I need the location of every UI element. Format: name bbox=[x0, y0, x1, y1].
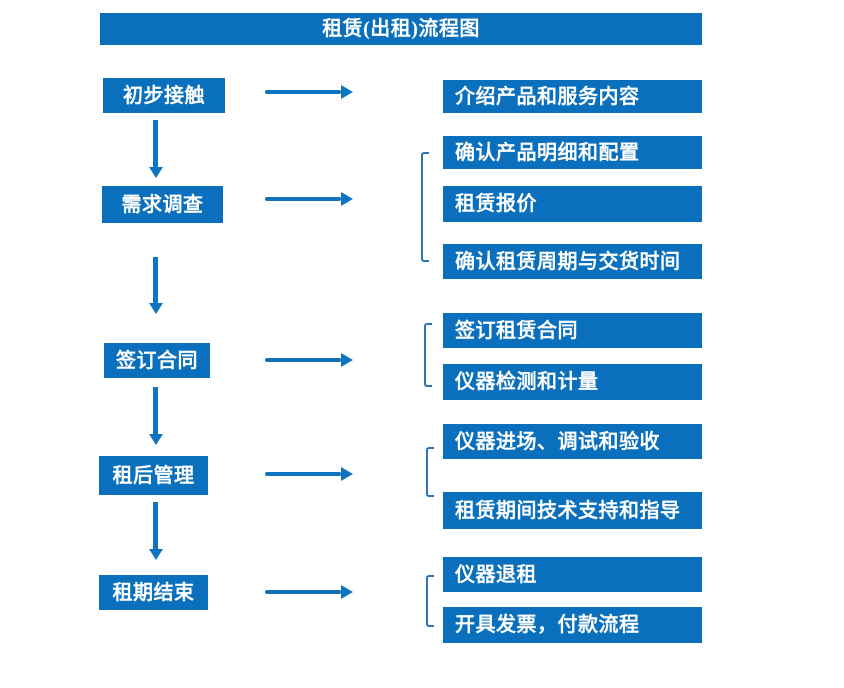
bracket-group-4 bbox=[426, 447, 434, 497]
right-arrow-line-1 bbox=[265, 90, 341, 94]
bracket-group-3 bbox=[424, 323, 432, 387]
right-arrow-head-2-icon bbox=[341, 192, 353, 206]
right-arrow-head-3-icon bbox=[341, 353, 353, 367]
detail-box-4-2: 租赁期间技术支持和指导 bbox=[443, 492, 702, 529]
down-arrow-line-1 bbox=[153, 120, 158, 168]
down-arrow-head-1-icon bbox=[149, 167, 163, 178]
down-arrow-head-4-icon bbox=[149, 549, 163, 560]
stage-box-post-rental-management: 租后管理 bbox=[99, 456, 208, 495]
right-arrow-head-1-icon bbox=[341, 85, 353, 99]
right-arrow-line-3 bbox=[265, 358, 341, 362]
right-arrow-line-2 bbox=[265, 197, 341, 201]
detail-box-5-2: 开具发票，付款流程 bbox=[443, 607, 702, 643]
down-arrow-line-2 bbox=[153, 257, 158, 304]
right-arrow-line-4 bbox=[265, 472, 341, 476]
right-arrow-head-4-icon bbox=[341, 467, 353, 481]
down-arrow-line-4 bbox=[153, 502, 158, 550]
down-arrow-line-3 bbox=[153, 387, 158, 435]
stage-box-demand-survey: 需求调查 bbox=[102, 186, 223, 223]
flow-title: 租赁(出租)流程图 bbox=[100, 13, 702, 45]
stage-box-rental-end: 租期结束 bbox=[99, 575, 208, 610]
stage-box-sign-contract: 签订合同 bbox=[104, 343, 210, 378]
right-arrow-head-5-icon bbox=[341, 585, 353, 599]
bracket-group-5 bbox=[426, 575, 434, 627]
stage-box-initial-contact: 初步接触 bbox=[103, 78, 225, 113]
down-arrow-head-2-icon bbox=[149, 303, 163, 314]
detail-box-1-1: 介绍产品和服务内容 bbox=[443, 80, 702, 113]
down-arrow-head-3-icon bbox=[149, 434, 163, 445]
detail-box-3-1: 签订租赁合同 bbox=[443, 313, 702, 348]
detail-box-3-2: 仪器检测和计量 bbox=[443, 364, 702, 400]
detail-box-2-2: 租赁报价 bbox=[443, 186, 702, 222]
right-arrow-line-5 bbox=[265, 590, 341, 594]
detail-box-4-1: 仪器进场、调试和验收 bbox=[443, 424, 702, 459]
detail-box-2-1: 确认产品明细和配置 bbox=[443, 136, 702, 169]
detail-box-5-1: 仪器退租 bbox=[443, 557, 702, 592]
bracket-group-2 bbox=[421, 152, 429, 262]
detail-box-2-3: 确认租赁周期与交货时间 bbox=[443, 244, 702, 279]
